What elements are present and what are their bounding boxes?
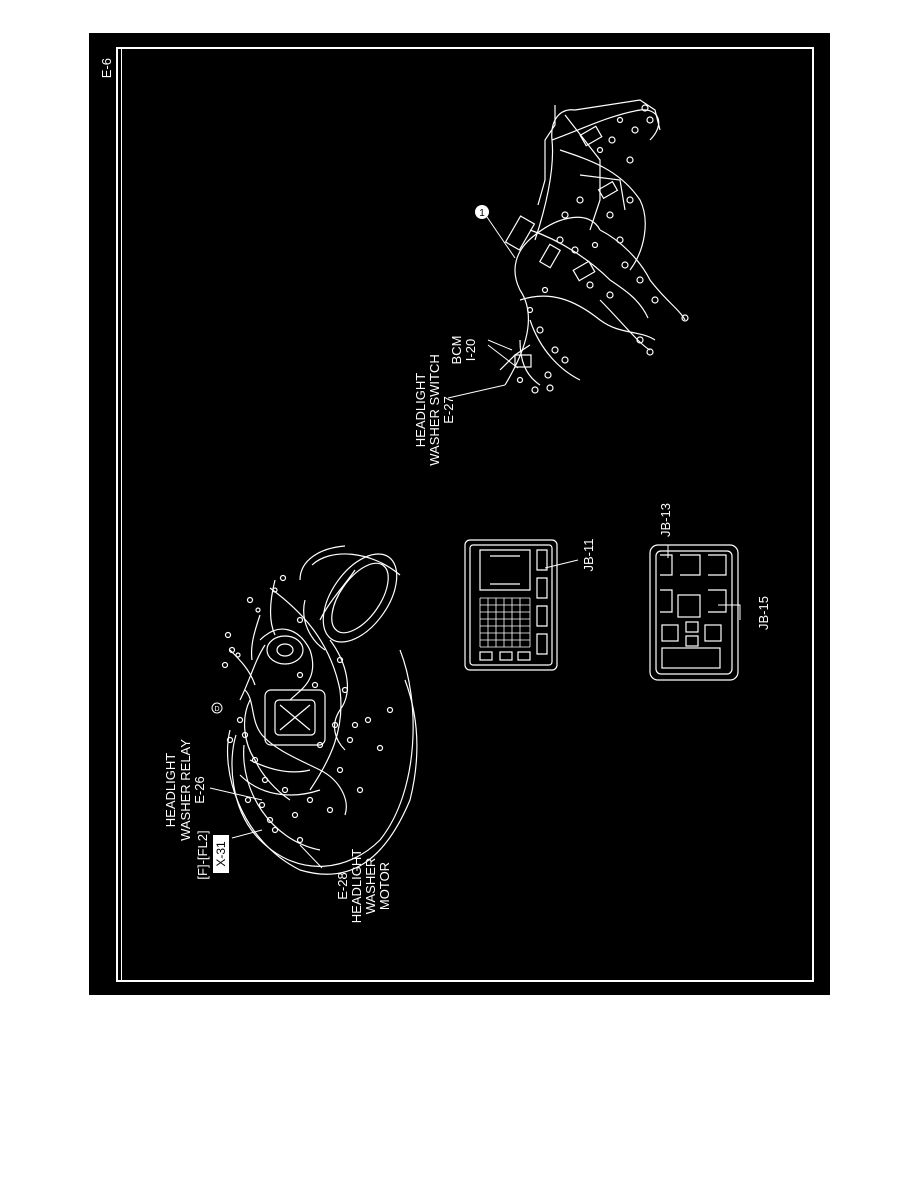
junction-block-jb13-jb15 — [649, 544, 739, 681]
engine-leader-lines — [209, 787, 323, 869]
inner-border-rule — [121, 47, 122, 982]
switch-label-line1: HEADLIGHT — [413, 373, 428, 447]
jb13-leader — [667, 544, 672, 558]
x31-reference-box: X-31 — [213, 835, 229, 873]
switch-connector-e27: E-27 — [441, 396, 456, 423]
jb11-label: JB-11 — [581, 539, 596, 572]
motor-connector-e28: E-28 — [335, 872, 350, 899]
fuse-reference: [F]-[FL2] — [195, 830, 210, 879]
junction-block-jb11 — [464, 539, 558, 671]
engine-compartment-drawing — [221, 545, 418, 875]
relay-connector-e26: E-26 — [192, 776, 207, 803]
marker-d-label: D — [214, 706, 219, 713]
switch-label-line2: WASHER SWITCH — [427, 354, 442, 465]
relay-label-line2: WASHER RELAY — [178, 739, 193, 841]
motor-label-line2: WASHER — [363, 858, 378, 915]
jb15-leader — [718, 604, 741, 620]
motor-label-line1: HEADLIGHT — [349, 849, 364, 923]
jb11-leader — [544, 559, 579, 569]
instrument-panel-harness-drawing — [499, 99, 689, 394]
bcm-label: BCM — [449, 336, 464, 365]
diagram-sheet — [89, 33, 830, 995]
inner-border — [116, 47, 814, 982]
marker-1: 1 — [475, 205, 489, 219]
x31-reference: X-31 — [214, 841, 228, 867]
marker-d: D — [211, 702, 223, 714]
jb13-label: JB-13 — [658, 503, 673, 537]
ip-leader-lines — [447, 339, 519, 399]
marker-1-label: 1 — [479, 208, 485, 219]
page-id: E-6 — [99, 58, 114, 78]
marker-1-leader — [486, 216, 516, 259]
motor-label-line3: MOTOR — [377, 862, 392, 910]
relay-label-line1: HEADLIGHT — [163, 753, 178, 827]
bcm-connector-i20: I-20 — [463, 339, 478, 361]
jb15-label: JB-15 — [756, 596, 771, 630]
